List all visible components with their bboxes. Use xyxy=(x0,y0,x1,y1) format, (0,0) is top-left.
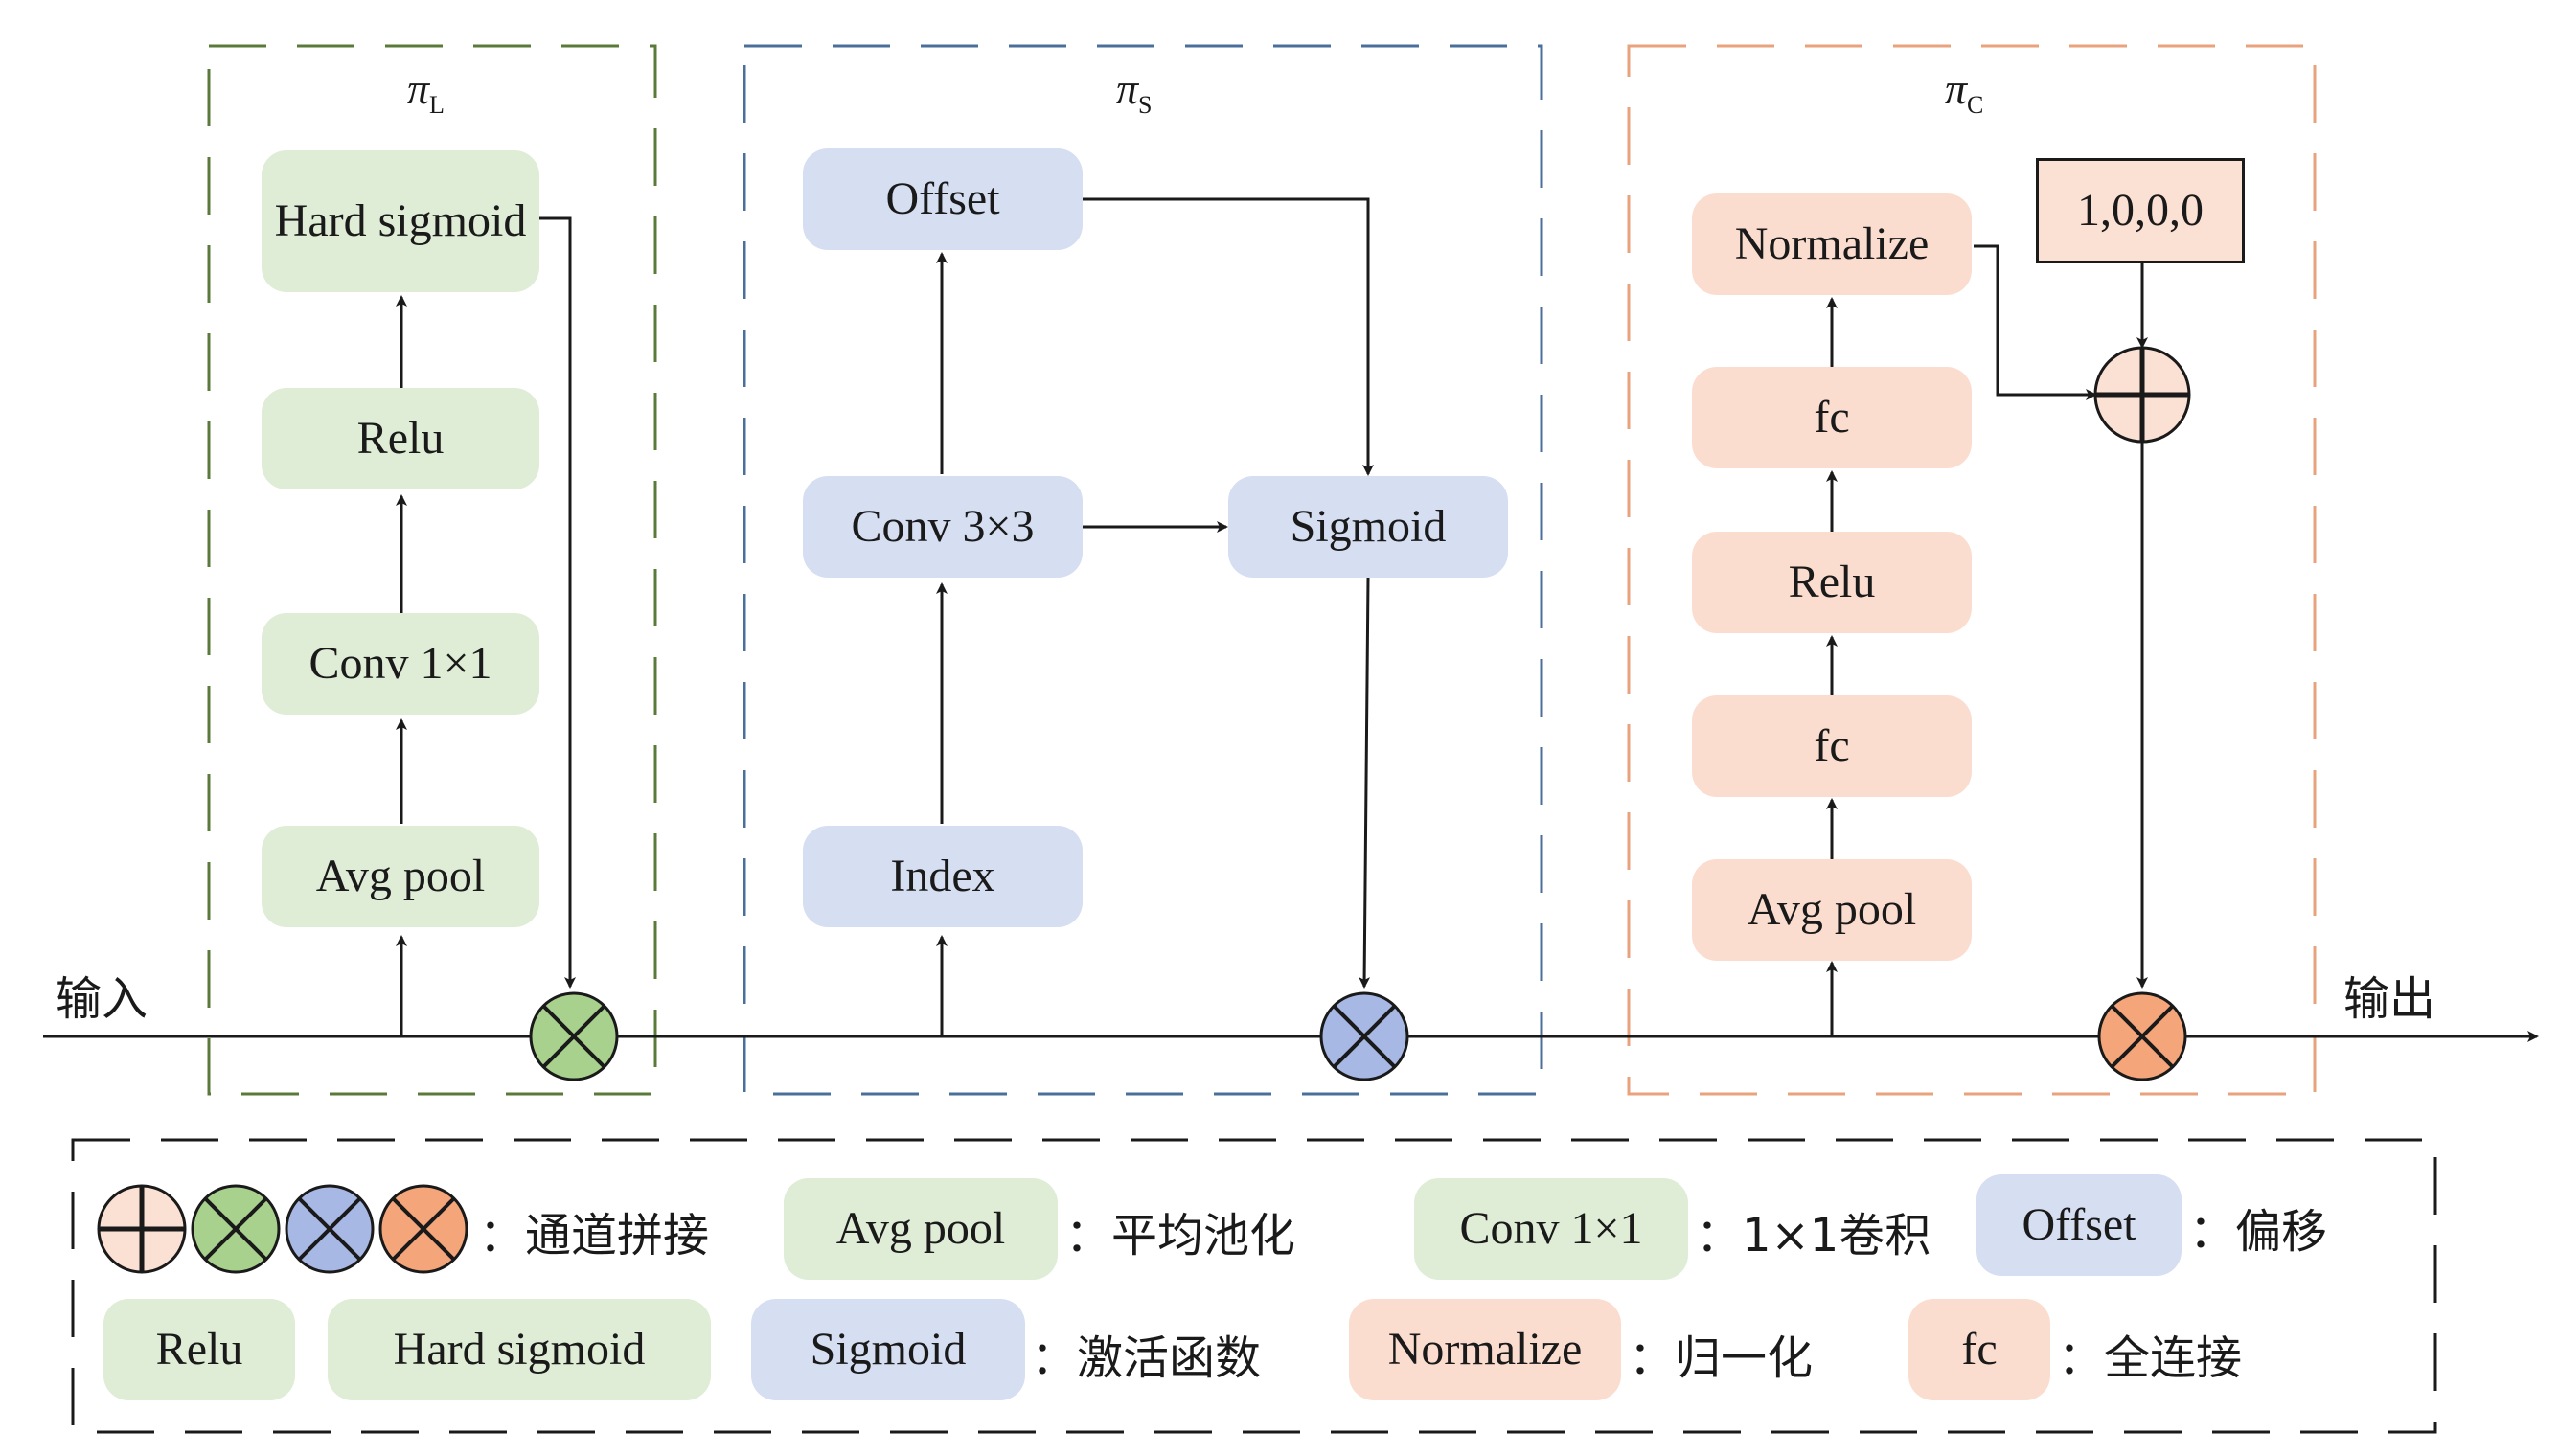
title-pi-c: πC xyxy=(1945,64,1984,120)
frame-pi-l xyxy=(207,44,657,1096)
node-conv-1x1: Conv 1×1 xyxy=(262,613,539,715)
title-pi-l: πL xyxy=(407,64,445,120)
legend-normalize-box: Normalize xyxy=(1349,1299,1621,1400)
node-conv-3x3: Conv 3×3 xyxy=(803,476,1083,578)
legend-offset-label: ：偏移 xyxy=(2189,1205,2328,1259)
wire-c-6 xyxy=(1974,244,2097,400)
frame-pi-c xyxy=(1627,44,2317,1096)
node-avgpool-l: Avg pool xyxy=(262,826,539,927)
multiply-op-orange xyxy=(2097,991,2187,1081)
node-normalize: Normalize xyxy=(1692,193,1972,295)
node-hard-sigmoid: Hard sigmoid xyxy=(262,150,539,292)
legend-add-icon xyxy=(97,1184,187,1274)
node-offset: Offset xyxy=(803,148,1083,250)
legend-relu-box: Relu xyxy=(103,1299,295,1400)
legend-avgpool-box: Avg pool xyxy=(784,1178,1058,1280)
legend-multiply-blue-icon xyxy=(285,1184,375,1274)
frame-legend xyxy=(71,1138,2437,1434)
wire-s-6 xyxy=(1359,577,1371,989)
legend-conv-label: ：1×1卷积 xyxy=(1696,1209,1931,1263)
legend-multiply-orange-icon xyxy=(378,1184,468,1274)
legend-hardsigmoid-box: Hard sigmoid xyxy=(328,1299,711,1400)
node-fc-bottom: fc xyxy=(1692,695,1972,797)
title-pi-s: πS xyxy=(1116,64,1153,120)
legend-concat-label: ：通道拼接 xyxy=(479,1209,710,1263)
legend-offset-box: Offset xyxy=(1976,1174,2182,1276)
add-op xyxy=(2093,346,2191,444)
legend-fc-label: ：全连接 xyxy=(2058,1331,2243,1385)
wire-s-5 xyxy=(1083,197,1374,476)
legend-fc-box: fc xyxy=(1908,1299,2050,1400)
frame-pi-s xyxy=(743,44,1543,1096)
node-avgpool-c: Avg pool xyxy=(1692,859,1972,961)
node-relu-c: Relu xyxy=(1692,532,1972,633)
node-relu-l: Relu xyxy=(262,388,539,489)
legend-conv-box: Conv 1×1 xyxy=(1414,1178,1688,1280)
legend-multiply-green-icon xyxy=(191,1184,281,1274)
node-index: Index xyxy=(803,826,1083,927)
legend-sigmoid-box: Sigmoid xyxy=(751,1299,1025,1400)
node-constant-vector: 1,0,0,0 xyxy=(2036,158,2245,263)
multiply-op-blue xyxy=(1319,991,1409,1081)
node-fc-top: fc xyxy=(1692,367,1972,468)
output-label: 输出 xyxy=(2343,972,2436,1026)
multiply-op-green xyxy=(529,991,619,1081)
legend-avgpool-label: ：平均池化 xyxy=(1065,1209,1296,1263)
legend-normalize-label: ：归一化 xyxy=(1629,1331,1814,1385)
wire-l-5 xyxy=(539,216,576,989)
legend-activation-label: ：激活函数 xyxy=(1031,1331,1262,1385)
node-sigmoid: Sigmoid xyxy=(1228,476,1508,578)
input-label: 输入 xyxy=(56,972,149,1026)
